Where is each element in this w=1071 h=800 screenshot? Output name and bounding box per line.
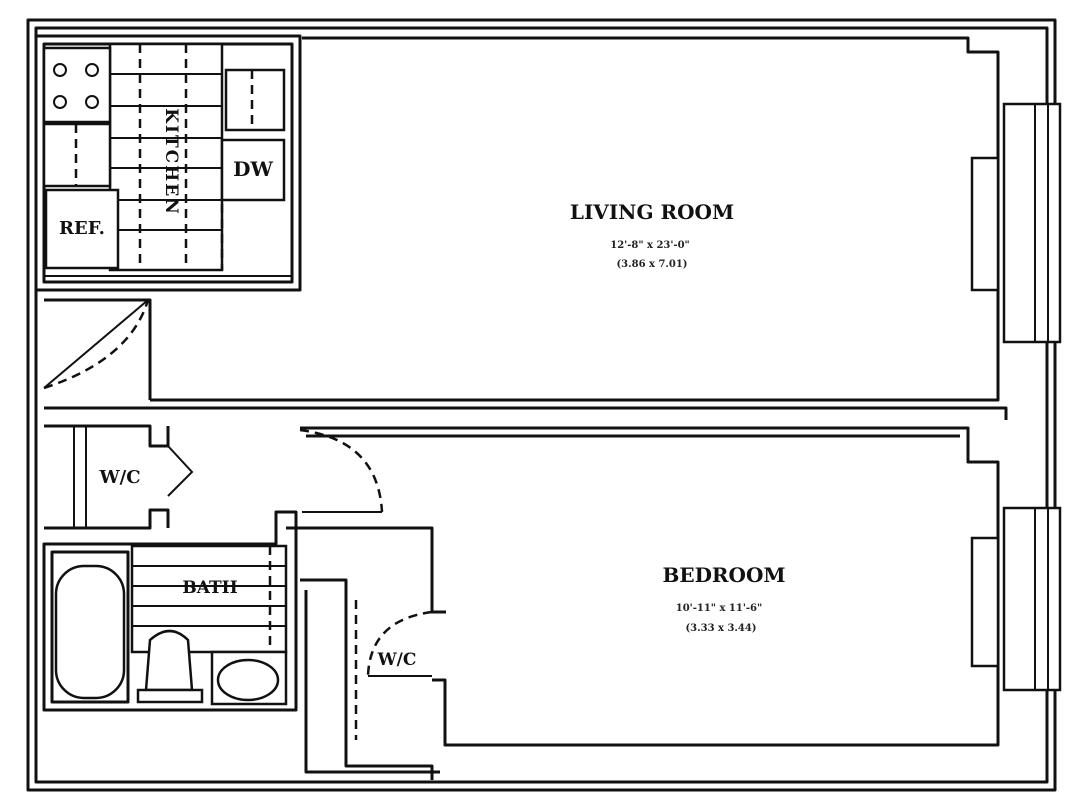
living-room-dimensions-m: (3.86 x 7.01) — [616, 259, 687, 270]
exterior-walls — [26, 18, 1057, 792]
entry-door — [43, 299, 150, 390]
hall-closet — [44, 424, 194, 530]
bath-label: BATH — [182, 578, 237, 598]
bedroom-door — [299, 428, 384, 513]
refrigerator — [44, 188, 120, 270]
kitchen-label: KITCHEN — [161, 108, 181, 215]
bedroom-dimensions-m: (3.33 x 3.44) — [685, 623, 756, 634]
upper-cabinet — [224, 68, 286, 132]
kitchen-counter — [108, 42, 224, 272]
vanity-counter — [130, 544, 288, 654]
bedroom-label: BEDROOM — [662, 563, 785, 587]
ref-label: REF. — [59, 218, 105, 239]
kitchen-cabinet — [42, 122, 112, 188]
bedroom-walls — [300, 426, 1000, 747]
bathroom-walls — [42, 510, 298, 712]
toilet — [136, 629, 204, 704]
bedroom-window — [970, 506, 1062, 692]
living-room-dimensions-ft: 12'-8" x 23'-0" — [610, 240, 690, 251]
sink — [210, 650, 288, 706]
living-room-walls — [44, 36, 1008, 420]
bedroom-closet — [286, 526, 446, 780]
living-room-window — [970, 102, 1062, 344]
living-room-label: LIVING ROOM — [570, 200, 734, 224]
bedroom-dimensions-ft: 10'-11" x 11'-6" — [676, 603, 762, 614]
stove — [42, 46, 112, 124]
hall-wc-label: W/C — [98, 467, 140, 488]
dw-label: DW — [233, 157, 273, 181]
bathtub — [54, 564, 126, 700]
kitchen-wall-strip — [44, 204, 292, 277]
dishwasher — [220, 138, 286, 202]
bedroom-wc-label: W/C — [377, 650, 417, 670]
